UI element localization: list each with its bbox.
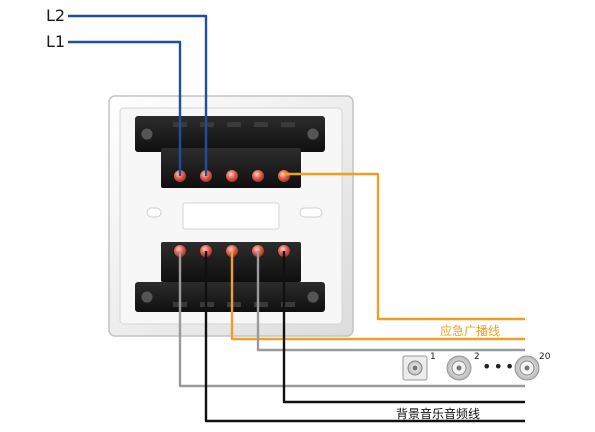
terminal-block-bottom [135, 242, 325, 312]
box-hole-left [146, 207, 162, 218]
wire-emergency-broadcast [284, 172, 525, 321]
terminal-block-top [135, 116, 325, 188]
speaker-group [402, 355, 540, 381]
wire-speaker-gray [178, 251, 525, 388]
speaker-icon [514, 355, 540, 381]
wire-background-music [204, 251, 525, 423]
wire-speaker-gray [256, 251, 525, 352]
label-l1: L1 [46, 32, 66, 51]
mount-screw-top-right [306, 127, 320, 141]
speaker-icon [446, 355, 472, 381]
terminal-body-top [161, 148, 301, 188]
speaker-icon [402, 355, 428, 381]
wire-emergency-broadcast-return [230, 251, 525, 341]
terminal-slot [254, 122, 268, 127]
terminal-screw [252, 170, 264, 182]
terminal-slot [254, 302, 268, 307]
ellipsis: ••• [482, 357, 517, 376]
wire-background-music [282, 251, 525, 404]
label-emergency-broadcast: 应急广播线 [440, 324, 501, 338]
terminal-slot [227, 122, 241, 127]
terminal-rail-top [135, 116, 325, 152]
terminal-screw [226, 170, 238, 182]
terminal-screw [278, 170, 290, 182]
mount-screw-bottom-left [140, 290, 154, 304]
mount-screw-top-left [140, 127, 154, 141]
terminal-slot [281, 302, 295, 307]
terminal-slot [227, 302, 241, 307]
speaker-number: 2 [474, 352, 480, 362]
speaker-number: 1 [430, 352, 436, 362]
terminal-rail-bottom [135, 282, 325, 312]
label-background-music: 背景音乐音频线 [396, 407, 481, 421]
wire-l1 [68, 40, 182, 176]
box-slot [182, 202, 280, 230]
speaker-number: 20 [539, 352, 551, 362]
wire-l2 [68, 14, 208, 176]
mount-screw-bottom-right [306, 290, 320, 304]
label-l2: L2 [46, 6, 66, 25]
terminal-slot [281, 122, 295, 127]
box-hole-right [299, 207, 323, 218]
